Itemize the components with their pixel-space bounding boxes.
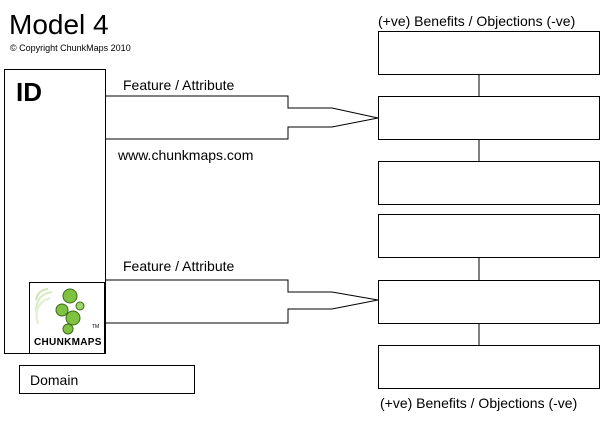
id-label: ID xyxy=(16,77,42,107)
header-benefits-top: (+ve) Benefits / Objections (-ve) xyxy=(378,13,576,29)
copyright-text: © Copyright ChunkMaps 2010 xyxy=(10,43,131,53)
header-benefits-bottom: (+ve) Benefits / Objections (-ve) xyxy=(380,395,578,411)
benefit-box-5 xyxy=(378,280,600,324)
benefit-box-1 xyxy=(378,31,600,75)
feature-label-1: Feature / Attribute xyxy=(123,77,235,93)
domain-box xyxy=(19,365,195,394)
feature-label-2: Feature / Attribute xyxy=(123,258,235,274)
benefit-box-4 xyxy=(378,214,600,258)
benefit-box-6 xyxy=(378,345,600,389)
logo-trademark: TM xyxy=(92,324,100,330)
website-url: www.chunkmaps.com xyxy=(118,147,254,163)
benefit-box-2 xyxy=(378,96,600,140)
domain-label: Domain xyxy=(30,372,79,388)
logo-wordmark: CHUNKMAPS xyxy=(34,337,102,348)
benefit-box-3 xyxy=(378,161,600,205)
page-title: Model 4 xyxy=(9,9,109,40)
